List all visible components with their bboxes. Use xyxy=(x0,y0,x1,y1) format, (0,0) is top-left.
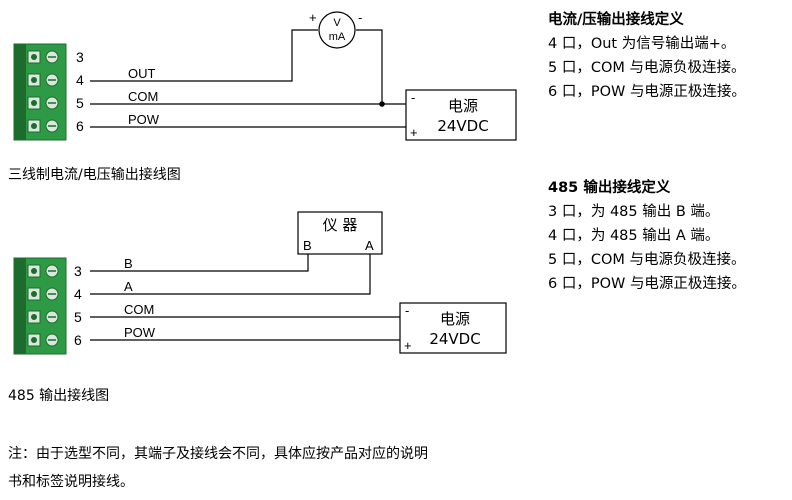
instrument-box: 仪 器 B A xyxy=(297,211,383,255)
meter-return-wire xyxy=(356,29,383,104)
terminal-screw xyxy=(27,50,59,64)
meter-icon: V mA xyxy=(318,11,356,49)
definition-line: 6 口，POW 与电源正极连接。 xyxy=(548,276,746,292)
definition-line: 3 口，为 485 输出 B 端。 xyxy=(548,204,720,220)
meter-label-ma: mA xyxy=(329,31,346,43)
definition-line: 5 口，COM 与电源负极连接。 xyxy=(548,60,746,76)
terminal-number: 4 xyxy=(74,286,82,302)
terminal-number: 6 xyxy=(74,332,82,348)
wire-label-pow: POW xyxy=(128,112,160,127)
terminal-number: 5 xyxy=(76,95,84,111)
note-line: 书和标签说明接线。 xyxy=(8,474,134,490)
out-wire xyxy=(90,29,318,82)
wire-label-a: A xyxy=(124,279,133,294)
wire-label-com: COM xyxy=(124,302,154,317)
supply-plus: + xyxy=(404,338,412,353)
terminal-block-2 xyxy=(13,257,67,355)
b-wire xyxy=(90,254,309,272)
terminal-number: 5 xyxy=(74,309,82,325)
terminal-screw xyxy=(27,73,59,87)
rs485-definition: 485 输出接线定义 3 口，为 485 输出 B 端。 4 口，为 485 输… xyxy=(548,176,746,296)
terminal-screw xyxy=(27,333,59,347)
diagram1-caption: 三线制电流/电压输出接线图 xyxy=(8,167,181,183)
wire-label-pow: POW xyxy=(124,325,156,340)
wire-label-out: OUT xyxy=(128,66,156,81)
supply-minus: - xyxy=(411,90,415,105)
supply-voltage: 24VDC xyxy=(437,117,488,135)
meter-plus: + xyxy=(309,10,317,25)
terminal-number: 3 xyxy=(76,49,84,65)
supply-name: 电源 xyxy=(448,97,478,115)
definition-line: 5 口，COM 与电源负极连接。 xyxy=(548,252,746,268)
terminal-screw xyxy=(27,96,59,110)
note-line: 注：由于选型不同，其端子及接线会不同，具体应按产品对应的说明 xyxy=(8,446,428,462)
terminal-number: 4 xyxy=(76,72,84,88)
instrument-b: B xyxy=(303,238,312,253)
terminal-number: 6 xyxy=(76,118,84,134)
meter-label-v: V xyxy=(333,17,341,29)
analog-definition: 电流/压输出接线定义 4 口，Out 为信号输出端+。 5 口，COM 与电源负… xyxy=(548,8,746,104)
supply-minus: - xyxy=(405,303,409,318)
supply-plus: + xyxy=(410,125,418,140)
note: 注：由于选型不同，其端子及接线会不同，具体应按产品对应的说明 书和标签说明接线。 xyxy=(8,440,428,496)
wire-label-com: COM xyxy=(128,89,158,104)
terminal-screw xyxy=(27,264,59,278)
definition-line: 4 口，为 485 输出 A 端。 xyxy=(548,228,720,244)
terminal-screw xyxy=(27,310,59,324)
rs485-definition-title: 485 输出接线定义 xyxy=(548,180,671,196)
wire-label-b: B xyxy=(124,256,133,271)
analog-definition-title: 电流/压输出接线定义 xyxy=(548,12,684,28)
supply-name: 电源 xyxy=(440,310,470,328)
terminal-screw xyxy=(27,287,59,301)
power-supply-1: - + 电源 24VDC xyxy=(405,89,517,141)
power-supply-2: - + 电源 24VDC xyxy=(399,302,507,354)
instrument-name: 仪 器 xyxy=(323,216,358,234)
definition-line: 6 口，POW 与电源正极连接。 xyxy=(548,84,746,100)
terminal-block-1 xyxy=(13,43,67,141)
definition-line: 4 口，Out 为信号输出端+。 xyxy=(548,36,736,52)
diagram2-caption: 485 输出接线图 xyxy=(8,388,110,404)
meter-minus: - xyxy=(358,10,362,25)
a-wire xyxy=(90,254,371,295)
instrument-a: A xyxy=(365,238,374,253)
junction-dot xyxy=(379,101,385,107)
terminal-number: 3 xyxy=(74,263,82,279)
supply-voltage: 24VDC xyxy=(429,330,480,348)
terminal-screw xyxy=(27,119,59,133)
